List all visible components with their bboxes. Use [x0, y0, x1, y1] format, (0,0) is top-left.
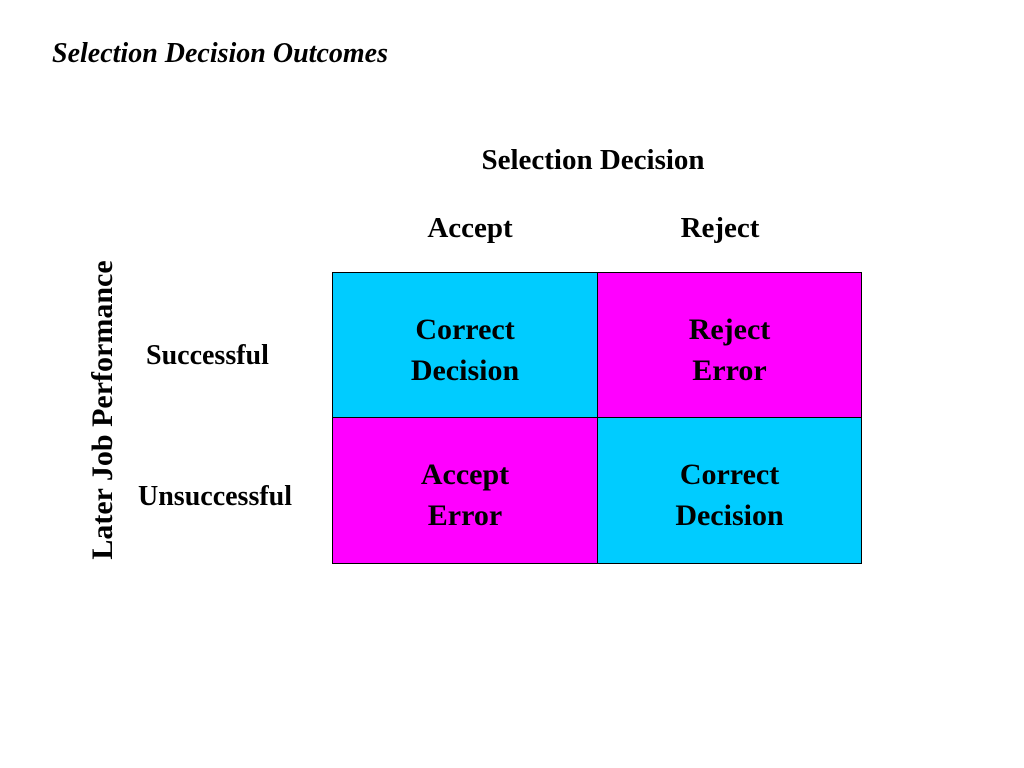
column-header-reject: Reject: [680, 212, 760, 244]
cell-line-1: Reject: [688, 313, 771, 346]
cell-line-1: Correct: [415, 313, 515, 346]
cell-line-1: Correct: [679, 458, 780, 491]
column-axis-label: Selection Decision: [481, 144, 705, 176]
cell-line-1: Accept: [420, 458, 510, 491]
row-axis-label: Later Job Performance: [86, 260, 119, 560]
cell-unsuccessful-reject: Correct Decision: [598, 418, 862, 564]
cell-line-2: Decision: [675, 499, 784, 532]
slide-title: Selection Decision Outcomes: [52, 38, 388, 69]
cell-unsuccessful-accept: Accept Error: [333, 418, 598, 564]
cell-successful-accept: Correct Decision: [333, 273, 598, 418]
column-header-accept: Accept: [427, 212, 513, 244]
cell-successful-reject: Reject Error: [598, 273, 862, 418]
row-header-successful: Successful: [146, 340, 269, 371]
cell-line-2: Error: [692, 354, 767, 387]
row-header-unsuccessful: Unsuccessful: [138, 481, 293, 512]
cell-line-2: Error: [427, 499, 503, 532]
cell-line-2: Decision: [410, 354, 520, 387]
decision-matrix: Correct Decision Reject Error Accept Err…: [332, 272, 862, 564]
